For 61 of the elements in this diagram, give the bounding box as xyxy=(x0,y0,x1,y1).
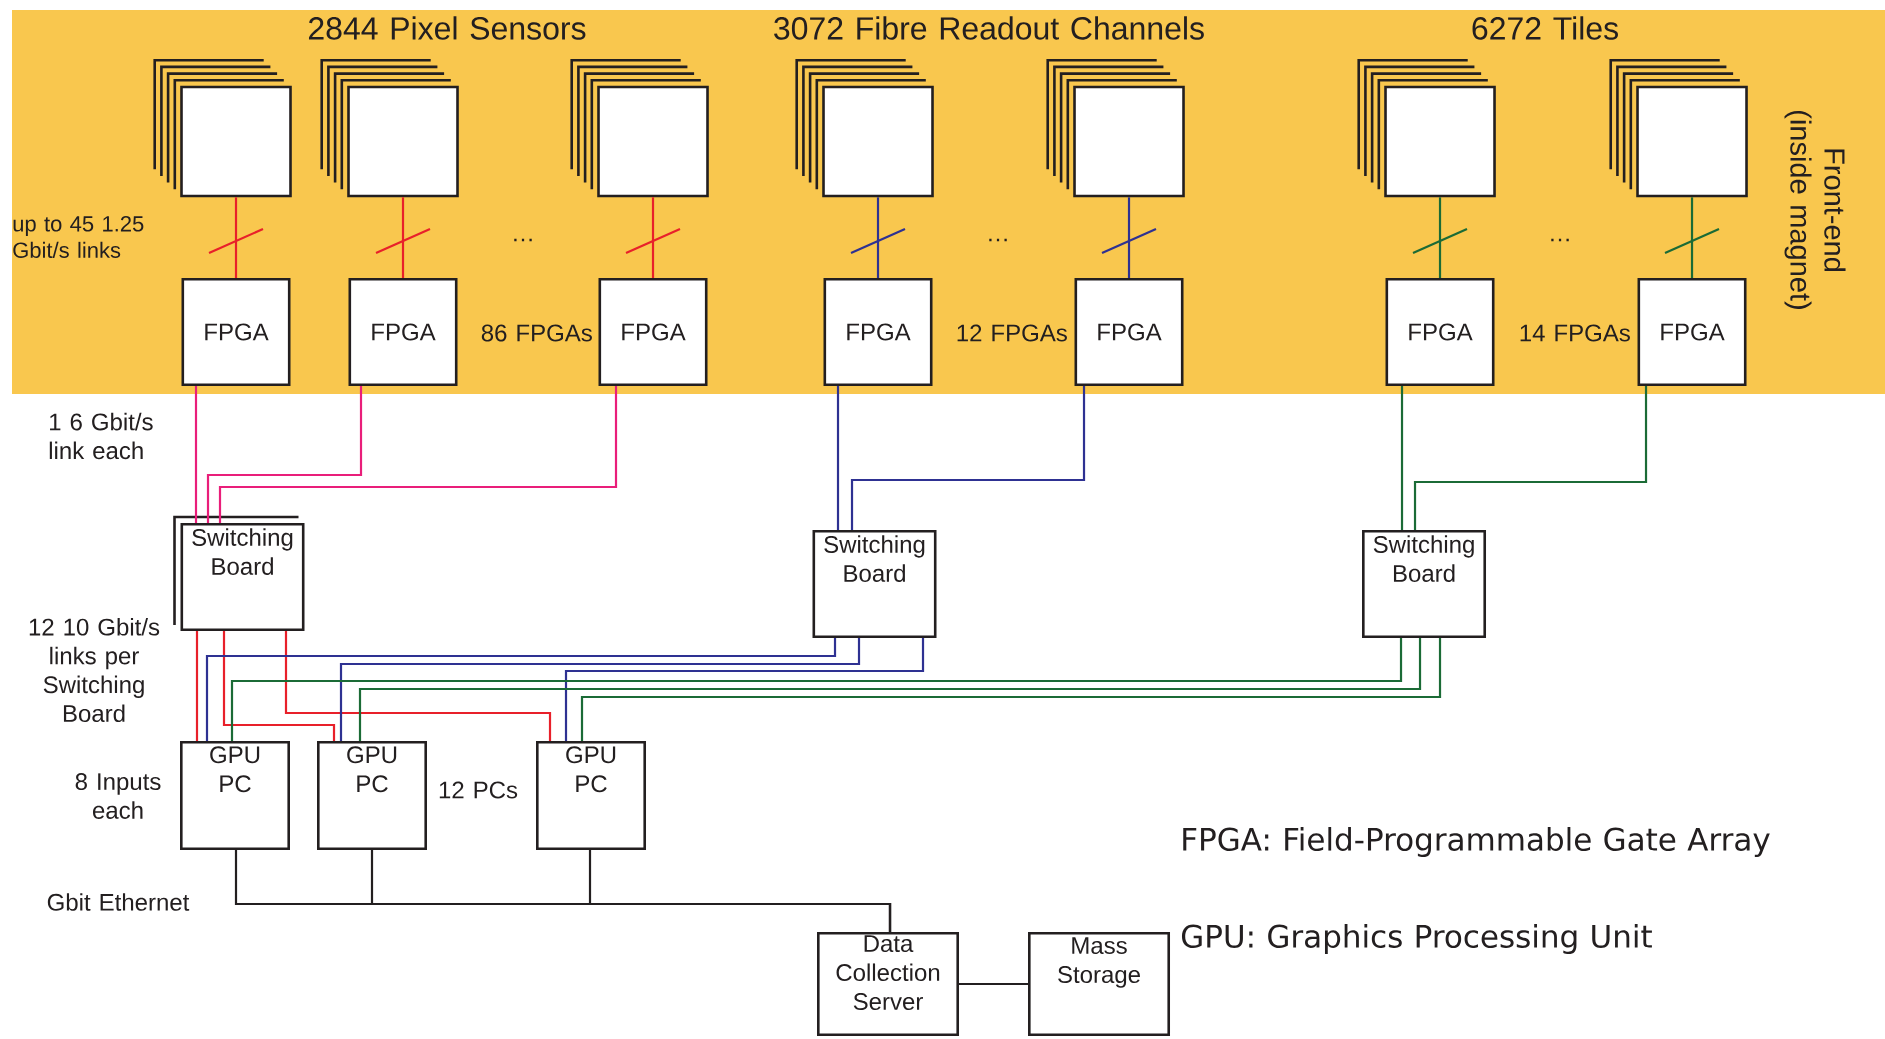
group-title: 3072 Fibre Readout Channels xyxy=(774,16,1204,40)
connector-line xyxy=(959,982,1028,986)
storage-box: Mass Storage xyxy=(1028,932,1170,1036)
connector-line xyxy=(564,638,925,741)
sensor-stack xyxy=(1046,58,1185,198)
sensor-stack xyxy=(1609,58,1748,198)
count-label: 86 FPGAs xyxy=(481,324,592,342)
gpu-pc-box: GPU PC xyxy=(536,741,646,850)
connector-line xyxy=(195,631,199,741)
connector-line xyxy=(218,386,618,523)
group-title: 2844 Pixel Sensors xyxy=(309,16,586,40)
annotation: up to 45 1.25 Gbit/s links xyxy=(13,216,144,258)
abbreviation-note: GPU: Graphics Processing Unit xyxy=(1181,924,1652,954)
count-label: 14 FPGAs xyxy=(1520,324,1630,342)
sensor-stack xyxy=(570,58,709,198)
annotation: Gbit Ethernet xyxy=(47,893,190,911)
annotation: 1 6 Gbit/s link each xyxy=(49,412,153,460)
switching-board-box: Switching Board xyxy=(1362,530,1486,638)
connector-line xyxy=(1400,386,1404,530)
connector-line xyxy=(588,850,892,932)
ellipsis: … xyxy=(514,238,532,242)
connector-line xyxy=(401,197,405,278)
fpga-box: FPGA xyxy=(348,278,458,386)
ellipsis: … xyxy=(1551,238,1569,242)
fpga-box: FPGA xyxy=(823,278,933,386)
annotation: 12 10 Gbit/s links per Switching Board xyxy=(29,618,160,722)
fpga-box: FPGA xyxy=(1074,278,1184,386)
sensor-stack xyxy=(320,58,459,198)
sensor-stack xyxy=(795,58,934,198)
connector-line xyxy=(222,631,336,741)
connector-line xyxy=(651,197,655,278)
connector-line xyxy=(1690,197,1694,278)
group-title: 6272 Tiles xyxy=(1472,16,1618,40)
connector-line xyxy=(284,631,552,741)
connector-line xyxy=(850,386,1086,530)
server-box: Data Collection Server xyxy=(817,932,959,1036)
switching-board-box: Switching Board xyxy=(173,515,305,631)
fpga-box: FPGA xyxy=(1385,278,1495,386)
connector-line xyxy=(876,197,880,278)
gpu-pc-box: GPU PC xyxy=(317,741,427,850)
gpu-pc-box: GPU PC xyxy=(180,741,290,850)
fpga-box: FPGA xyxy=(181,278,291,386)
switching-board-box: Switching Board xyxy=(812,530,937,638)
connector-line xyxy=(339,638,861,741)
connector-line xyxy=(234,197,238,278)
connector-line xyxy=(1438,197,1442,278)
connector-line xyxy=(194,386,198,523)
sensor-stack xyxy=(1357,58,1496,198)
count-label: 12 FPGAs xyxy=(957,324,1067,342)
count-label: 12 PCs xyxy=(439,781,518,799)
sensor-stack xyxy=(153,58,292,198)
connector-line xyxy=(206,386,363,523)
fpga-box: FPGA xyxy=(1637,278,1747,386)
abbreviation-note: FPGA: Field-Programmable Gate Array xyxy=(1183,827,1770,857)
connector-line xyxy=(1413,386,1648,530)
ellipsis: … xyxy=(989,238,1007,242)
connector-line xyxy=(1127,197,1131,278)
fpga-box: FPGA xyxy=(598,278,708,386)
connector-line xyxy=(836,386,840,530)
connector-line xyxy=(580,638,1442,741)
connector-line xyxy=(205,638,837,741)
